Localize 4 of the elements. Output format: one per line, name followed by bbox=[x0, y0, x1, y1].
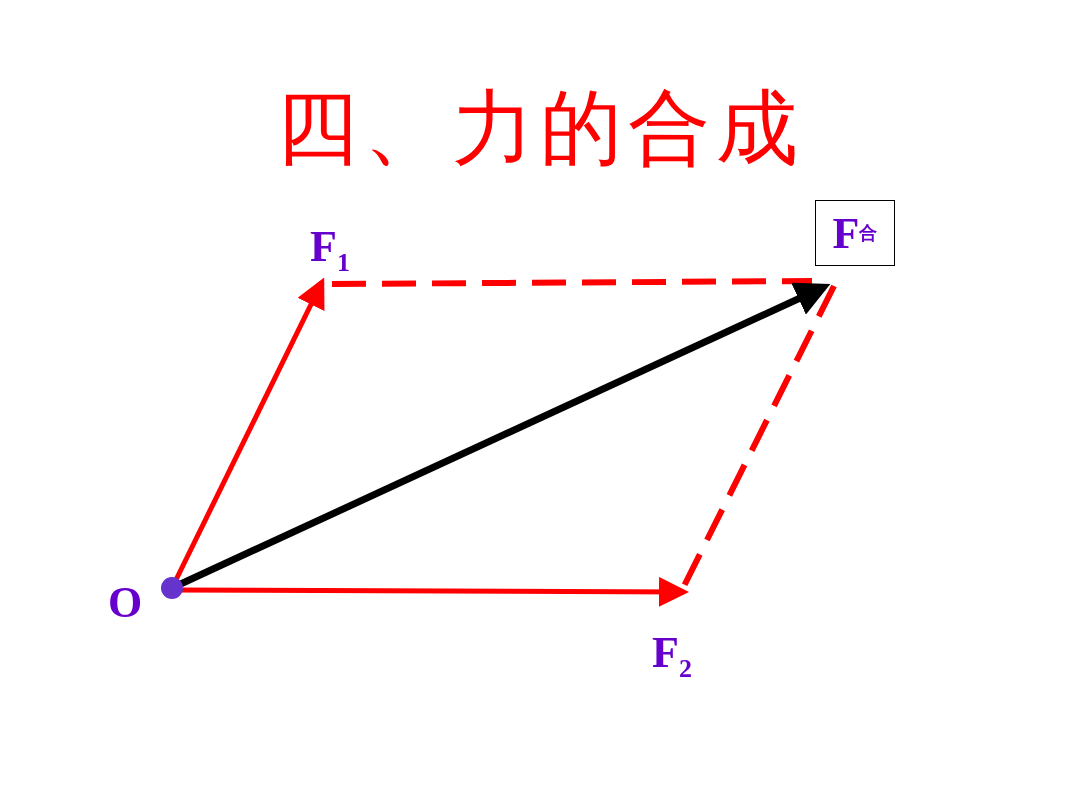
title: 四、力的合成 bbox=[275, 79, 805, 177]
force-label: F$_{2}$ bbox=[652, 628, 692, 685]
force-label: F$_{1}$ bbox=[310, 222, 350, 279]
point-label: O bbox=[108, 578, 143, 628]
